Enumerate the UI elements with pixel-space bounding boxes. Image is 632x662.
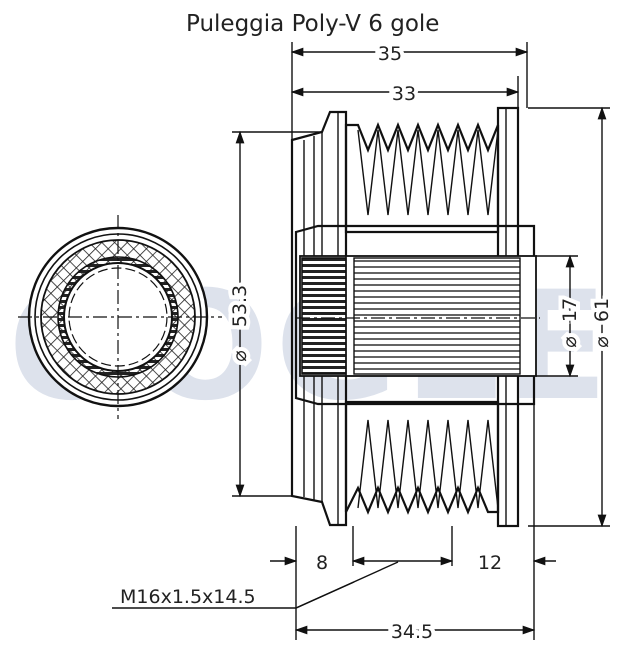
dim-bore-diameter: 17	[559, 298, 581, 322]
diagram-title: Puleggia Poly-V 6 gole	[186, 11, 439, 37]
dim-groove-width: 33	[392, 83, 416, 105]
end-view	[18, 215, 222, 419]
dim-overall-width: 35	[378, 43, 402, 65]
section-view	[290, 106, 540, 528]
dim-outer-diameter-symbol: ⌀	[591, 336, 613, 347]
dim-left-offset: 8	[316, 552, 328, 574]
dim-outer-diameter: 61	[591, 298, 613, 322]
dim-right-offset: 12	[478, 552, 502, 574]
dim-base-length: 34.5	[391, 621, 433, 643]
dim-body-diameter-symbol: ⌀	[229, 350, 251, 361]
dim-body-diameter: 53.3	[229, 285, 251, 327]
dim-bore-diameter-symbol: ⌀	[559, 336, 581, 347]
dimension-lines	[112, 42, 610, 640]
thread-spec-label: M16x1.5x14.5	[120, 586, 256, 608]
